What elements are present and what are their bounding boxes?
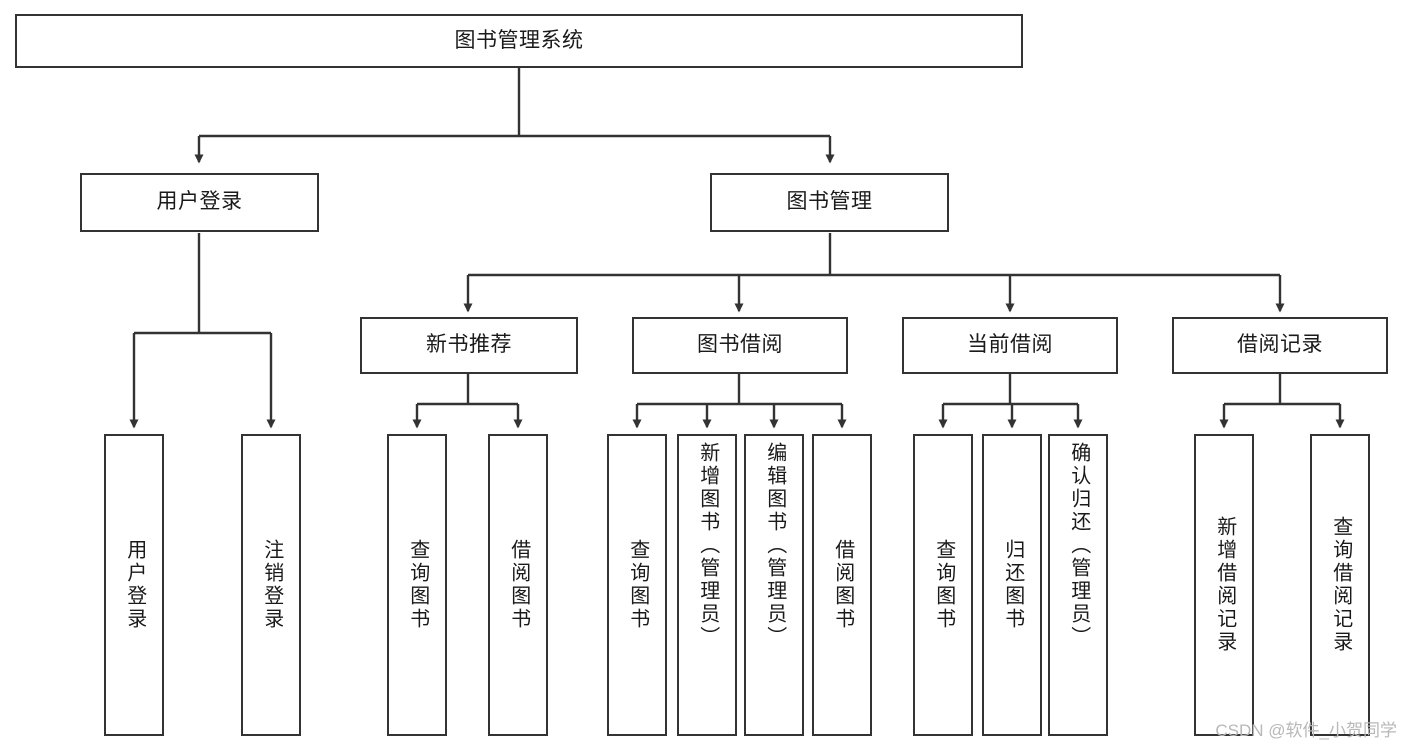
node-user-login[interactable]: 用户登录 [80, 173, 319, 232]
node-leaf-edit-book-admin[interactable]: 编辑图书（管理员） [744, 434, 804, 736]
node-leaf-borrow-book-nb-label: 借阅图书 [507, 539, 530, 631]
node-leaf-add-book-admin[interactable]: 新增图书（管理员） [677, 434, 737, 736]
node-book-management-label: 图书管理 [786, 190, 873, 214]
node-current-borrow[interactable]: 当前借阅 [902, 317, 1118, 374]
csdn-watermark: CSDN @软件_小贺同学 [1215, 721, 1397, 740]
node-leaf-edit-book-admin-label: 编辑图书（管理员） [763, 442, 786, 649]
node-leaf-confirm-return-admin-label: 确认归还（管理员） [1067, 442, 1090, 649]
node-leaf-query-borrow-record[interactable]: 查询借阅记录 [1310, 434, 1370, 736]
node-book-borrow-label: 图书借阅 [697, 333, 783, 357]
node-user-login-label: 用户登录 [156, 190, 243, 214]
node-leaf-user-login-label: 用户登录 [123, 539, 146, 631]
node-leaf-query-book-bb[interactable]: 查询图书 [607, 434, 667, 736]
node-leaf-user-login[interactable]: 用户登录 [104, 434, 164, 736]
node-leaf-logout-label: 注销登录 [260, 539, 283, 631]
node-leaf-borrow-book-bb[interactable]: 借阅图书 [812, 434, 872, 736]
node-leaf-query-book-bb-label: 查询图书 [626, 539, 649, 631]
node-leaf-query-book-cb-label: 查询图书 [932, 539, 955, 631]
node-leaf-confirm-return-admin[interactable]: 确认归还（管理员） [1048, 434, 1108, 736]
node-leaf-borrow-book-bb-label: 借阅图书 [831, 539, 854, 631]
node-root-system[interactable]: 图书管理系统 [15, 14, 1023, 68]
node-leaf-logout[interactable]: 注销登录 [241, 434, 301, 736]
node-book-borrow[interactable]: 图书借阅 [632, 317, 848, 374]
node-leaf-borrow-book-nb[interactable]: 借阅图书 [488, 434, 548, 736]
node-borrow-record-label: 借阅记录 [1237, 333, 1323, 357]
node-leaf-add-book-admin-label: 新增图书（管理员） [696, 442, 719, 649]
node-leaf-return-book[interactable]: 归还图书 [982, 434, 1042, 736]
node-new-book-recommend-label: 新书推荐 [426, 333, 512, 357]
node-current-borrow-label: 当前借阅 [967, 333, 1053, 357]
node-leaf-query-borrow-record-label: 查询借阅记录 [1329, 516, 1352, 654]
node-leaf-query-book-nb-label: 查询图书 [406, 539, 429, 631]
node-root-system-label: 图书管理系统 [454, 28, 584, 52]
node-leaf-add-borrow-record-label: 新增借阅记录 [1213, 516, 1236, 654]
node-leaf-add-borrow-record[interactable]: 新增借阅记录 [1194, 434, 1254, 736]
node-leaf-query-book-nb[interactable]: 查询图书 [387, 434, 447, 736]
node-leaf-return-book-label: 归还图书 [1001, 539, 1024, 631]
node-borrow-record[interactable]: 借阅记录 [1172, 317, 1388, 374]
node-book-management[interactable]: 图书管理 [710, 173, 949, 232]
node-new-book-recommend[interactable]: 新书推荐 [360, 317, 578, 374]
node-leaf-query-book-cb[interactable]: 查询图书 [913, 434, 973, 736]
